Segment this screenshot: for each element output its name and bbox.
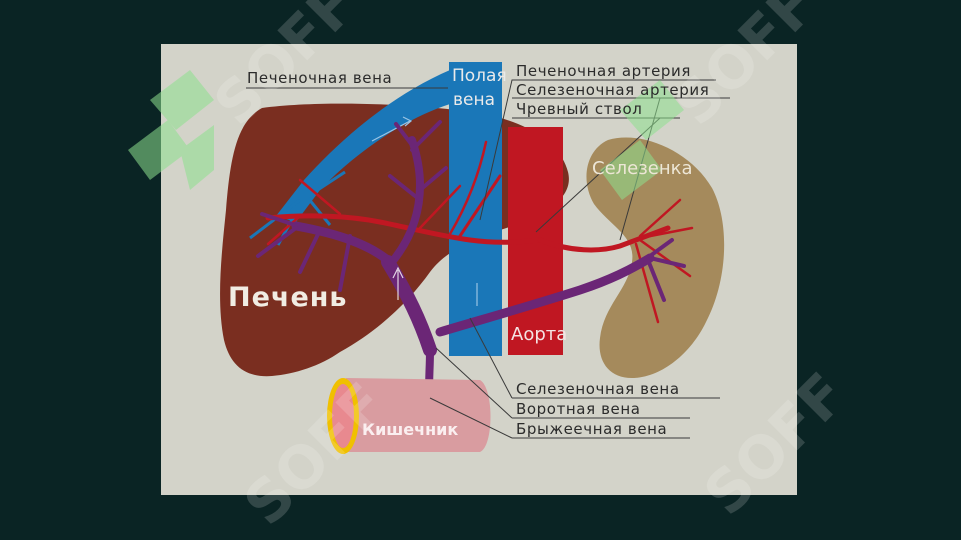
label-hepatic-vein: Печеночная вена [247, 69, 393, 87]
label-aorta: Аорта [511, 324, 568, 345]
label-intestine: Кишечник [362, 420, 459, 439]
label-splenic-artery: Селезеночная артерия [516, 81, 710, 99]
label-splenic-vein: Селезеночная вена [516, 380, 680, 398]
label-spleen: Селезенка [592, 158, 693, 179]
arteries [265, 140, 694, 324]
hepatic-vein [276, 70, 450, 222]
intestine-shape [334, 378, 491, 452]
label-mesenteric-vein: Брыжеечная вена [516, 420, 668, 438]
label-liver: Печень [228, 282, 348, 313]
label-portal-vein: Воротная вена [516, 400, 641, 418]
vena-cava [449, 62, 502, 356]
flow-arrow-vein [371, 120, 411, 142]
label-hepatic-artery: Печеночная артерия [516, 62, 692, 80]
label-vena-cava-line1: Полая [452, 66, 507, 86]
intestine-end-inner [332, 384, 354, 448]
label-celiac-trunk: Чревный ствол [516, 100, 643, 118]
label-vena-cava-line2: вена [453, 90, 496, 110]
